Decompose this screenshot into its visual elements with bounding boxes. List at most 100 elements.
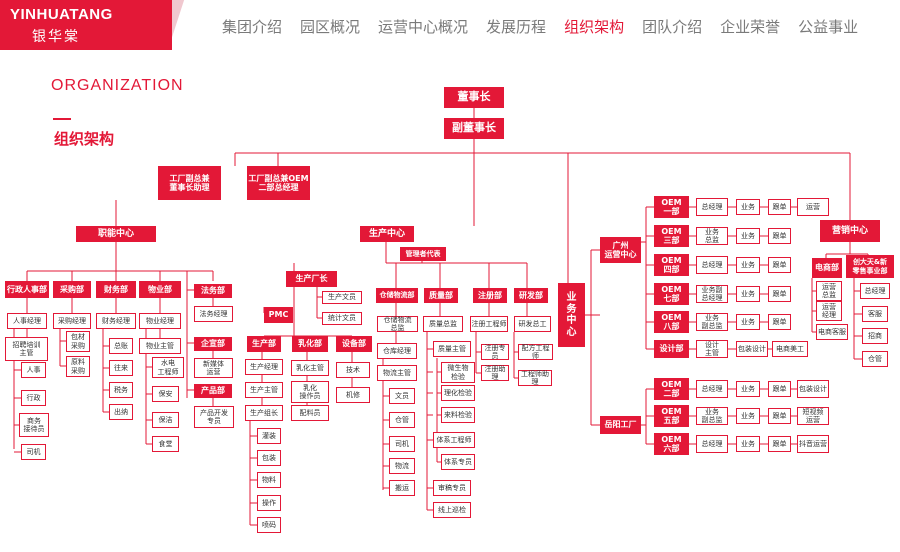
nav-item-team[interactable]: 团队介绍 bbox=[642, 18, 703, 36]
brand-name-en: YINHUATANG bbox=[10, 6, 113, 23]
org-node-org-departments-quality-items-8: 线上巡检 bbox=[433, 502, 471, 518]
org-node-org-oem-rows-7-cells-3: 短视频 运营 bbox=[797, 407, 829, 425]
org-node-org-oem-rows-5-name: 设计部 bbox=[654, 340, 689, 358]
org-node-org-ecommerce-items-0: 运营 总监 bbox=[816, 281, 842, 301]
org-node-org-departments-warehouse-items-6: 物流 bbox=[389, 458, 415, 474]
org-node-org-departments-hr-items-3: 行政 bbox=[21, 390, 46, 406]
org-node-org-oem-rows-6-cells-0: 总经理 bbox=[696, 380, 728, 398]
nav-item-park[interactable]: 园区概况 bbox=[300, 18, 361, 36]
org-node-org-oem-rows-6-name: OEM 二部 bbox=[654, 378, 689, 400]
nav-item-organization[interactable]: 组织架构 bbox=[564, 18, 625, 36]
org-node-org-departments-equipment-name: 设备部 bbox=[336, 336, 372, 352]
org-node-org-centers-marketing: 营销中心 bbox=[820, 220, 880, 242]
org-node-org-departments-hr-items-5: 司机 bbox=[21, 444, 46, 460]
org-node-org-departments-quality-items-3: 理化检验 bbox=[441, 385, 475, 401]
org-node-org-yueyang-factory: 岳阳工厂 bbox=[600, 416, 641, 434]
org-node-org-oem-rows-2-cells-2: 跟单 bbox=[768, 257, 791, 273]
org-node-org-oem-rows-1-name: OEM 三部 bbox=[654, 225, 689, 247]
org-node-org-departments-production-items-2: 生产组长 bbox=[245, 405, 283, 421]
org-node-org-departments-property-items-2: 水电 工程师 bbox=[152, 357, 184, 378]
section-divider bbox=[53, 118, 71, 120]
org-node-org-departments-product-name: 产品部 bbox=[194, 384, 232, 398]
org-node-org-departments-purchase-name: 采购部 bbox=[53, 281, 91, 298]
org-node-org-departments-emulsify-items-1: 乳化 操作员 bbox=[291, 381, 329, 403]
org-node-org-oem-rows-1-cells-2: 跟单 bbox=[768, 228, 791, 244]
nav-item-charity[interactable]: 公益事业 bbox=[798, 18, 859, 36]
org-node-org-oem-rows-0-cells-0: 总经理 bbox=[696, 198, 728, 216]
org-node-org-departments-quality-items-7: 审稿专员 bbox=[433, 480, 471, 496]
org-node-org-departments-property-items-0: 物业经理 bbox=[139, 313, 181, 329]
org-node-org-departments-quality-items-2: 微生物 检验 bbox=[441, 362, 475, 383]
org-node-org-departments-product-items-0: 产品开发 专员 bbox=[194, 406, 234, 428]
org-node-org-departments-finance-items-3: 税务 bbox=[109, 382, 133, 398]
org-node-org-departments-property-name: 物业部 bbox=[139, 281, 181, 298]
org-node-org-retail-items-2: 招商 bbox=[862, 328, 888, 344]
org-node-org-ecommerce-items-2: 电商客服 bbox=[816, 324, 848, 340]
org-node-org-oem-rows-4-name: OEM 八部 bbox=[654, 311, 689, 333]
org-node-org-retail-items-0: 总经理 bbox=[860, 283, 890, 299]
nav-item-ops-center[interactable]: 运营中心概况 bbox=[378, 18, 469, 36]
org-node-org-departments-quality-name: 质量部 bbox=[424, 288, 458, 303]
org-node-org-departments-property-items-5: 食堂 bbox=[152, 436, 179, 452]
nav-item-history[interactable]: 发展历程 bbox=[486, 18, 547, 36]
org-node-org-oem-rows-7-cells-2: 跟单 bbox=[768, 408, 791, 424]
org-node-org-departments-hr-items-1: 招聘培训 主管 bbox=[5, 337, 48, 361]
org-node-org-oem-rows-3-cells-1: 业务 bbox=[736, 286, 760, 302]
org-node-org-ecommerce-items-1: 运营 经理 bbox=[816, 301, 842, 321]
org-node-org-departments-quality-items-6: 体系专员 bbox=[441, 454, 475, 470]
org-node-org-departments-hr-items-4: 商务 接待员 bbox=[19, 413, 49, 437]
org-node-org-departments-property-items-4: 保洁 bbox=[152, 412, 179, 428]
brand-logo[interactable]: YINHUATANG 银华棠 bbox=[0, 0, 172, 50]
nav-item-honors[interactable]: 企业荣誉 bbox=[720, 18, 781, 36]
org-node-org-oem-rows-5-cells-0: 设计 主管 bbox=[696, 340, 728, 358]
org-node-org-chairman: 董事长 bbox=[444, 87, 504, 108]
org-node-org-departments-quality-items-0: 质量总监 bbox=[423, 316, 463, 332]
top-header: YINHUATANG 银华棠 集团介绍 园区概况 运营中心概况 发展历程 组织架… bbox=[0, 0, 900, 50]
org-node-org-departments-production-items-5: 物料 bbox=[257, 472, 281, 488]
org-node-org-departments-finance-name: 财务部 bbox=[96, 281, 136, 298]
org-node-org-departments-property-items-1: 物业主管 bbox=[139, 338, 181, 354]
org-node-org-departments-emulsify-items-2: 配料员 bbox=[291, 405, 329, 421]
org-node-org-departments-purchase-items-0: 采购经理 bbox=[53, 313, 91, 329]
org-node-org-oem-rows-5-cells-2: 电商美工 bbox=[772, 341, 808, 357]
org-node-org-departments-production-items-0: 生产经理 bbox=[245, 359, 283, 375]
org-node-org-oem-rows-8-name: OEM 六部 bbox=[654, 433, 689, 455]
org-node-org-oem-rows-2-cells-0: 总经理 bbox=[696, 256, 728, 274]
org-node-org-oem-rows-0-name: OEM 一部 bbox=[654, 196, 689, 218]
org-node-org-departments-finance-items-2: 往来 bbox=[109, 360, 133, 376]
org-node-org-departments-registration-items-1: 注册专员 bbox=[481, 344, 509, 360]
org-node-org-departments-registration-items-0: 注册工程师 bbox=[470, 316, 508, 332]
org-node-org-pmc: PMC bbox=[264, 307, 293, 323]
nav-item-group-intro[interactable]: 集团介绍 bbox=[222, 18, 283, 36]
org-node-org-oem-rows-7-cells-1: 业务 bbox=[736, 408, 760, 424]
org-node-org-departments-hr-items-2: 人事 bbox=[21, 362, 46, 378]
org-node-org-centers-function: 职能中心 bbox=[76, 226, 156, 242]
org-node-org-departments-rnd-items-0: 研发总工 bbox=[514, 316, 551, 332]
org-node-org-oem-rows-6-cells-2: 跟单 bbox=[768, 381, 791, 397]
org-node-org-retail-items-3: 仓管 bbox=[862, 351, 888, 367]
org-node-org-oem-rows-2-name: OEM 四部 bbox=[654, 254, 689, 276]
org-node-org-departments-equipment-items-1: 机修 bbox=[336, 387, 370, 403]
org-node-org-guangzhou-center: 广州 运营中心 bbox=[600, 237, 641, 263]
org-node-org-departments-warehouse-name: 仓储物流部 bbox=[376, 288, 418, 303]
org-node-org-centers-production: 生产中心 bbox=[360, 226, 414, 242]
org-node-org-oem-rows-0-cells-2: 跟单 bbox=[768, 199, 791, 215]
org-node-org-production-staff-1: 统计文员 bbox=[322, 312, 362, 325]
org-node-org-departments-production-items-6: 操作 bbox=[257, 495, 281, 511]
org-node-org-production-staff-0: 生产文员 bbox=[322, 291, 362, 304]
org-node-org-retail-items-1: 客服 bbox=[862, 306, 888, 322]
org-node-org-oem-rows-8-cells-0: 总经理 bbox=[696, 435, 728, 453]
org-node-org-departments-rnd-items-2: 工程师助理 bbox=[518, 370, 552, 386]
org-node-org-oem-rows-1-cells-1: 业务 bbox=[736, 228, 760, 244]
org-node-org-departments-legal-items-0: 法务经理 bbox=[194, 306, 233, 322]
org-node-org-departments-warehouse-items-1: 仓库经理 bbox=[377, 343, 417, 359]
org-node-org-oem-rows-3-name: OEM 七部 bbox=[654, 283, 689, 305]
org-node-org-oem-rows-8-cells-1: 业务 bbox=[736, 436, 760, 452]
org-node-org-departments-quality-items-4: 来料检验 bbox=[441, 407, 475, 423]
org-node-org-departments-finance-items-1: 总账 bbox=[109, 338, 133, 354]
org-node-org-oem-rows-8-cells-3: 抖音运营 bbox=[797, 435, 829, 453]
org-node-org-oem-rows-0-cells-3: 运营 bbox=[797, 198, 829, 216]
org-node-org-centers-business: 业 务 中 心 bbox=[558, 283, 585, 347]
org-node-org-departments-hr-items-0: 人事经理 bbox=[7, 313, 47, 329]
org-node-org-oem-rows-6-cells-1: 业务 bbox=[736, 381, 760, 397]
